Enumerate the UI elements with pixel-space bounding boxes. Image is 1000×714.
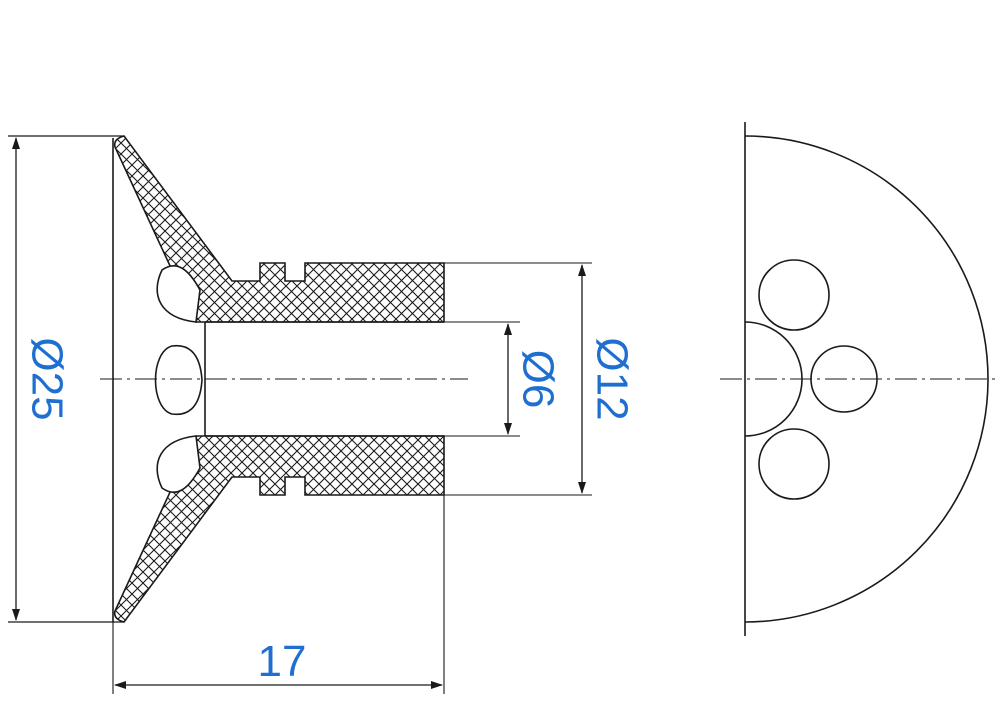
end-view bbox=[720, 122, 1000, 636]
end-view-semicircle bbox=[744, 135, 989, 623]
hole-section-lower bbox=[156, 435, 201, 493]
dimension-labels: Ø25 Ø6 Ø12 17 bbox=[23, 337, 637, 686]
hole-section-upper bbox=[156, 265, 201, 323]
section-view bbox=[8, 135, 468, 623]
label-bore-diameter: Ø6 bbox=[514, 350, 563, 409]
dimension-lines bbox=[12, 137, 592, 694]
label-overall-length: 17 bbox=[258, 637, 307, 686]
hole-section-middle bbox=[154, 344, 203, 416]
label-outer-diameter: Ø25 bbox=[23, 337, 72, 420]
end-view-hole-top bbox=[758, 259, 830, 331]
end-view-hole-bottom bbox=[758, 428, 830, 500]
label-shank-diameter: Ø12 bbox=[588, 337, 637, 420]
